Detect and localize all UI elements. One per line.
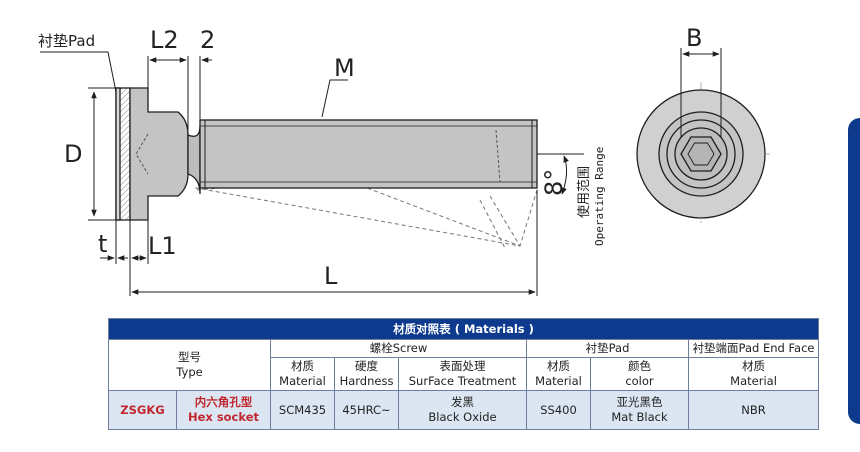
pad-header: 衬垫Pad <box>526 339 689 358</box>
type-en: Type <box>176 365 203 379</box>
dimension-lines <box>40 51 584 296</box>
pad-label: 衬垫Pad <box>38 32 95 50</box>
pad-end-header: 衬垫端面Pad End Face <box>687 339 820 358</box>
pad-face <box>115 87 121 221</box>
accent-bar <box>848 118 860 424</box>
diameter-d-label: D <box>64 140 82 168</box>
materials-table: 材质对照表 ( Materials ) 型号 Type 螺栓Screw 衬垫Pa… <box>107 318 820 430</box>
screw-material: SCM435 <box>270 390 335 430</box>
angle-label: 8° <box>540 169 568 196</box>
hardness: 45HRC~ <box>334 390 399 430</box>
table-title: 材质对照表 ( Materials ) <box>107 318 820 340</box>
end-material: NBR <box>687 390 820 430</box>
screw-header: 螺栓Screw <box>270 339 527 358</box>
range-en-label: Operating Range <box>593 147 606 246</box>
thread-m-label: M <box>334 54 355 82</box>
thickness-t-label: t <box>98 230 107 258</box>
end-view <box>636 82 770 226</box>
pad-material: SS400 <box>526 390 591 430</box>
type-code: ZSGKG <box>108 390 177 430</box>
ball-neck <box>187 125 201 195</box>
l2-label: L2 <box>150 26 179 54</box>
clearance-label: 2 <box>200 26 215 54</box>
screw-head <box>129 87 189 221</box>
range-cn-label: 使用范围 <box>576 166 592 218</box>
side-view <box>115 87 538 249</box>
type-header: 型号 Type <box>108 339 271 391</box>
hex-socket <box>680 136 722 172</box>
type-cn: 型号 <box>178 350 201 364</box>
hex-b-label: B <box>686 24 702 52</box>
screw-shank <box>199 119 538 189</box>
l1-label: L1 <box>148 232 177 260</box>
length-l-label: L <box>324 262 338 290</box>
b-dimension <box>680 48 722 137</box>
